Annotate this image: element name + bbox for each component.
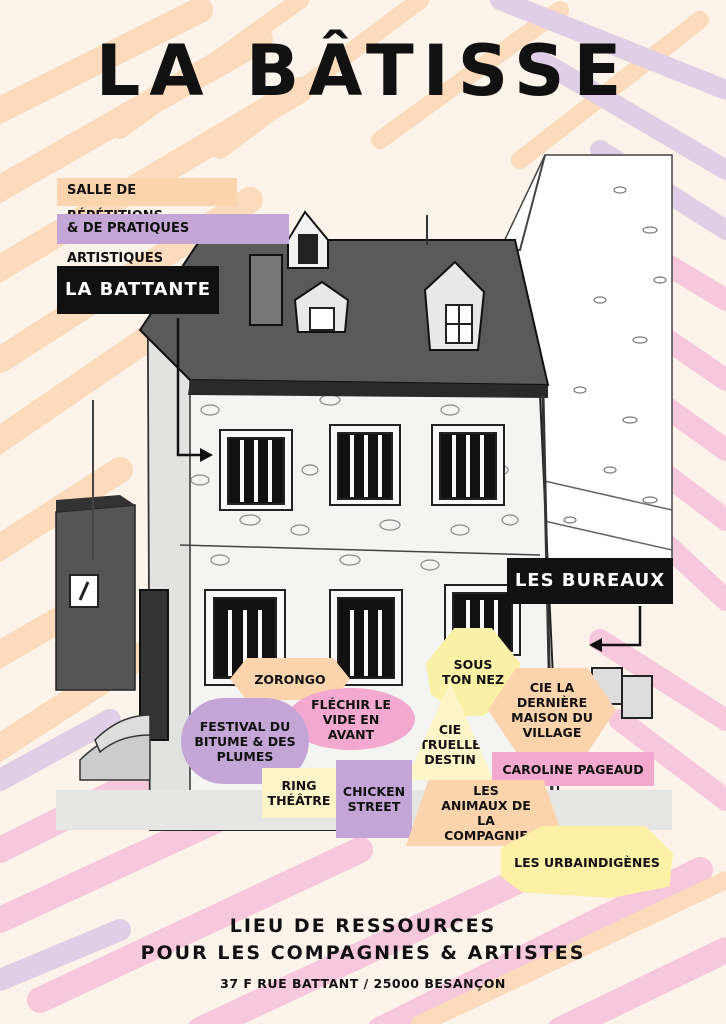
company-ring-theatre: RING THÉÂTRE	[262, 768, 336, 818]
label-les-bureaux: LES BUREAUX	[507, 558, 673, 604]
tag-artistic-practice: & DE PRATIQUES ARTISTIQUES	[57, 214, 289, 266]
footer-line-1: LIEU DE RESSOURCES	[229, 915, 497, 937]
tag-rehearsal-room: SALLE DE RÉPÉTITIONS	[57, 178, 237, 224]
company-chicken-street: CHICKEN STREET	[336, 760, 412, 838]
company-festival-bitume: FESTIVAL DU BITUME & DES PLUMES	[181, 698, 309, 784]
poster-title: LA BÂTISSE	[95, 30, 631, 112]
company-urbaindigenes: LES URBAINDIGÈNES	[501, 826, 673, 898]
footer-address: 37 F RUE BATTANT / 25000 BESANÇON	[220, 976, 506, 991]
label-la-battante: LA BATTANTE	[57, 266, 219, 314]
footer-line-2: POUR LES COMPAGNIES & ARTISTES	[140, 942, 586, 964]
company-derniere-maison: CIE LA DERNIÈRE MAISON DU VILLAGE	[488, 668, 616, 752]
